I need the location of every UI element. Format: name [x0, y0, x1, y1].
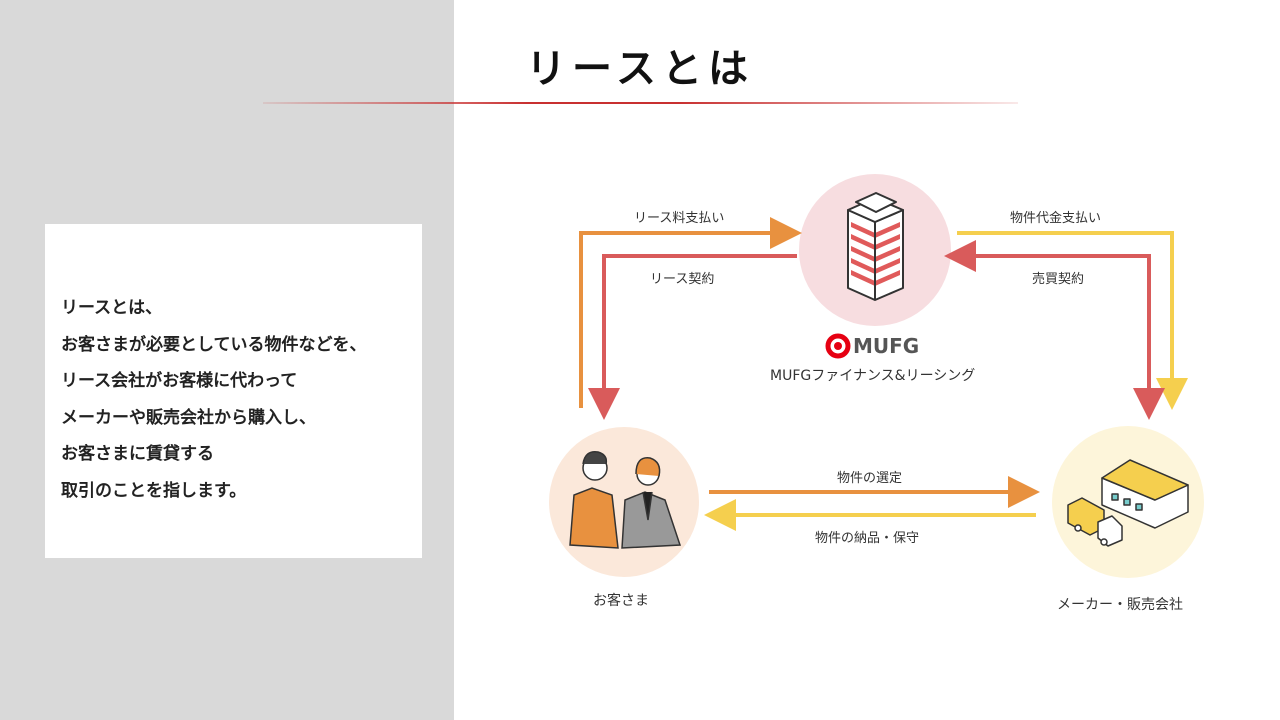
- customer-circle: [549, 427, 699, 577]
- mufg-logo-mark: [825, 333, 851, 359]
- purchase-payment-label: 物件代金支払い: [1010, 211, 1102, 226]
- description-line: リースとは、: [61, 298, 163, 318]
- maker-label: メーカー・販売会社: [1057, 597, 1183, 613]
- description-box: リースとは、 お客さまが必要としている物件などを、 リース会社がお客様に代わって…: [45, 224, 422, 558]
- lessor-name: MUFGファイナンス&リーシング: [770, 368, 976, 384]
- customers-icon: [569, 451, 682, 549]
- lease-contract-arrow: [588, 254, 797, 420]
- description-line: 取引のことを指します。: [61, 480, 247, 501]
- title-divider: [263, 102, 1018, 104]
- description-line: お客さまに賃貸する: [61, 444, 214, 465]
- warehouse-truck-icon: [1067, 459, 1189, 547]
- sales-contract-label: 売買契約: [1032, 272, 1085, 287]
- lease-payment-arrow: [579, 217, 802, 408]
- description-line: お客さまが必要としている物件などを、: [61, 334, 367, 355]
- lease-payment-label: リース料支払い: [634, 211, 725, 226]
- customer-label: お客さま: [593, 593, 649, 609]
- delivery-label: 物件の納品・保守: [815, 531, 920, 546]
- mufg-logo-text: MUFG: [853, 334, 920, 358]
- purchase-payment-arrow: [957, 231, 1188, 410]
- page-title: リースとは: [526, 46, 754, 92]
- description-line: メーカーや販売会社から購入し、: [61, 407, 316, 428]
- description-line: リース会社がお客様に代わって: [61, 371, 298, 392]
- lease-contract-label: リース契約: [650, 272, 715, 287]
- selection-label: 物件の選定: [837, 471, 903, 486]
- building-icon: [847, 192, 904, 301]
- sales-contract-arrow: [944, 240, 1165, 420]
